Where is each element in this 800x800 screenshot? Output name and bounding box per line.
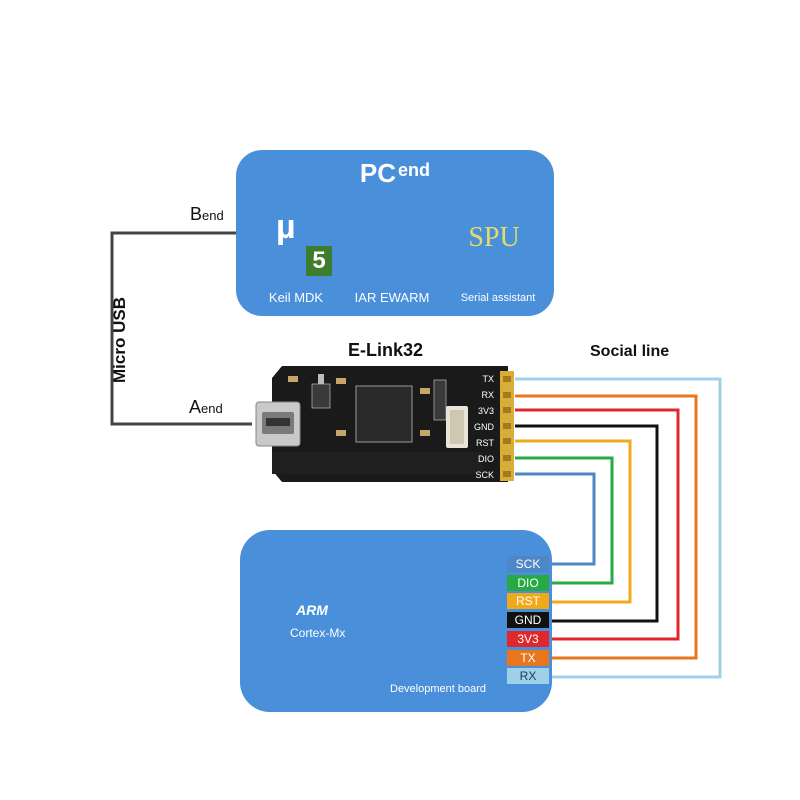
dev-pin-rst: RST	[507, 593, 549, 610]
dev-pin-gnd: GND	[507, 612, 549, 629]
elink-title: E-Link32	[348, 340, 424, 360]
elink-pin-label: GND	[474, 422, 494, 432]
dev-pin-rx: RX	[507, 668, 549, 685]
wire-3v3	[515, 408, 680, 641]
micro-usb-label: Micro USB	[110, 297, 129, 383]
wire-rst	[515, 439, 632, 604]
elink-pin-label: TX	[482, 374, 494, 384]
wire-dio	[515, 456, 614, 585]
wire-gnd	[515, 424, 659, 623]
elink-pin-label: 3V3	[477, 406, 494, 416]
development-board-panel	[240, 530, 552, 712]
spu-glyph: SPU	[468, 222, 520, 253]
elink-pin-label: DIO	[477, 454, 494, 464]
signal-wires	[515, 377, 722, 679]
elink-pin-label: SCK	[475, 470, 494, 480]
b-end-cap: B	[190, 204, 203, 224]
chip-brand: ARM	[296, 602, 328, 618]
elink-pin-label: RX	[481, 390, 494, 400]
usb-cable	[110, 231, 252, 426]
pc-title-big: PC	[359, 158, 397, 188]
dev-pin-dio: DIO	[507, 574, 549, 591]
app-label-keil: Keil MDK	[268, 290, 324, 305]
keil-five-glyph: 5	[306, 246, 332, 276]
app-label-iar: IAR EWARM	[354, 290, 430, 305]
elink-pin-label: RST	[476, 438, 494, 448]
app-label-serial: Serial assistant	[460, 292, 536, 304]
social-line-label: Social line	[590, 343, 670, 360]
keil-mu-glyph: µ	[276, 208, 296, 246]
chip-model: Cortex-Mx	[290, 626, 346, 640]
dev-pin-tx: TX	[507, 649, 549, 666]
dev-pin-sck: SCK	[507, 556, 549, 572]
dev-pin-3v3: 3V3	[507, 630, 549, 647]
elink-mcu-chip	[355, 385, 413, 443]
a-end-cap: A	[189, 397, 202, 417]
b-end-rest: end	[202, 208, 224, 223]
a-end-label: Aend	[189, 397, 223, 418]
elink32-board	[255, 366, 514, 482]
a-end-rest: end	[201, 401, 223, 416]
wire-sck	[515, 472, 596, 566]
pc-title-small: end	[398, 160, 431, 180]
wire-rx	[515, 377, 722, 679]
wire-tx	[515, 394, 698, 660]
b-end-label: Bend	[190, 204, 224, 225]
dev-board-label: Development board	[390, 683, 487, 695]
